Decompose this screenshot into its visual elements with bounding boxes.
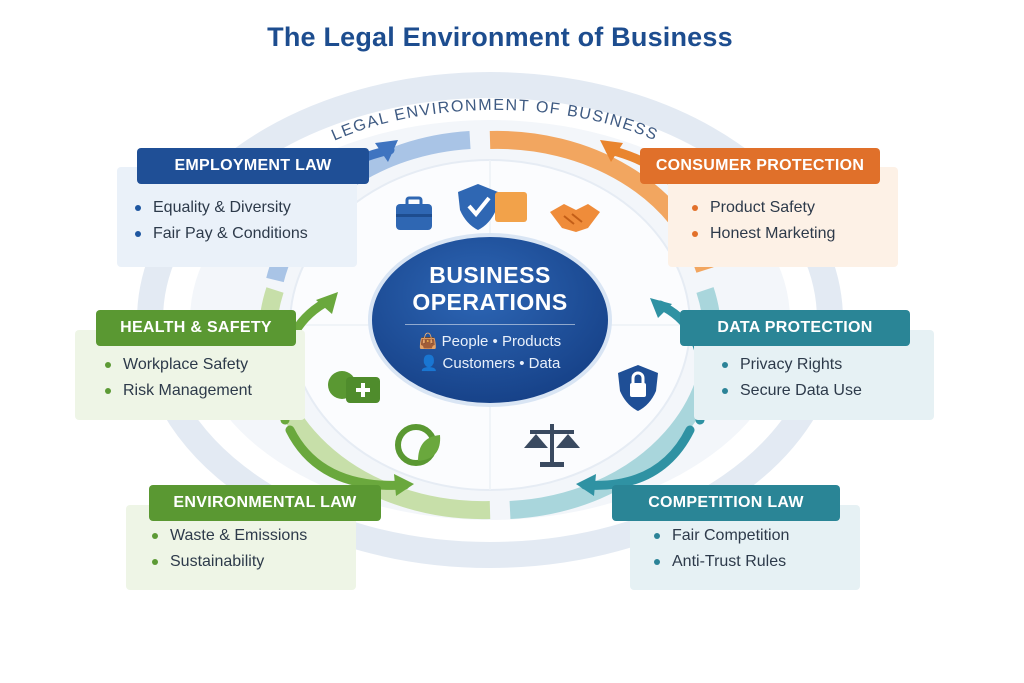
briefcase-icon <box>396 196 432 230</box>
header-consumer-protection: CONSUMER PROTECTION <box>640 148 880 184</box>
center-line-people-products: 👜 People • Products <box>380 331 600 353</box>
list-item: Risk Management <box>105 378 252 404</box>
center-line-customers-data: 👤 Customers • Data <box>380 353 600 375</box>
shield-check-icon <box>458 184 498 230</box>
list-item: Secure Data Use <box>722 378 862 404</box>
header-competition-law: COMPETITION LAW <box>612 485 840 521</box>
person-icon: 👤 <box>419 355 439 372</box>
business-operations-center: BUSINESS OPERATIONS 👜 People • Products … <box>380 262 600 375</box>
leaf-recycle-icon <box>395 424 441 466</box>
first-aid-icon <box>328 371 380 403</box>
arrow-environmental <box>285 425 410 490</box>
center-ellipse <box>368 233 612 407</box>
page-title: The Legal Environment of Business <box>267 22 733 52</box>
folder-icon <box>495 192 527 222</box>
list-item: Fair Pay & Conditions <box>135 221 308 247</box>
header-employment-law: EMPLOYMENT LAW <box>137 148 369 184</box>
scales-icon <box>524 424 580 467</box>
handshake-icon <box>550 204 600 232</box>
lock-shield-icon <box>618 365 658 411</box>
center-title-line1: BUSINESS <box>429 262 551 288</box>
list-item: Honest Marketing <box>692 221 835 247</box>
list-item: Product Safety <box>692 195 835 221</box>
center-divider <box>405 324 575 325</box>
list-item: Fair Competition <box>654 523 789 549</box>
center-line1-text: People • Products <box>441 333 562 350</box>
bag-icon: 👜 <box>418 333 438 350</box>
list-item: Equality & Diversity <box>135 195 308 221</box>
center-title-line2: OPERATIONS <box>412 289 568 315</box>
list-item: Waste & Emissions <box>152 523 307 549</box>
list-item: Workplace Safety <box>105 352 252 378</box>
header-environmental-law: ENVIRONMENTAL LAW <box>149 485 381 521</box>
header-data-protection: DATA PROTECTION <box>680 310 910 346</box>
list-item: Anti-Trust Rules <box>654 549 789 575</box>
center-line2-text: Customers • Data <box>442 355 561 372</box>
arrow-competition <box>580 425 695 490</box>
list-item: Sustainability <box>152 549 307 575</box>
list-item: Privacy Rights <box>722 352 862 378</box>
header-health-safety: HEALTH & SAFETY <box>96 310 296 346</box>
